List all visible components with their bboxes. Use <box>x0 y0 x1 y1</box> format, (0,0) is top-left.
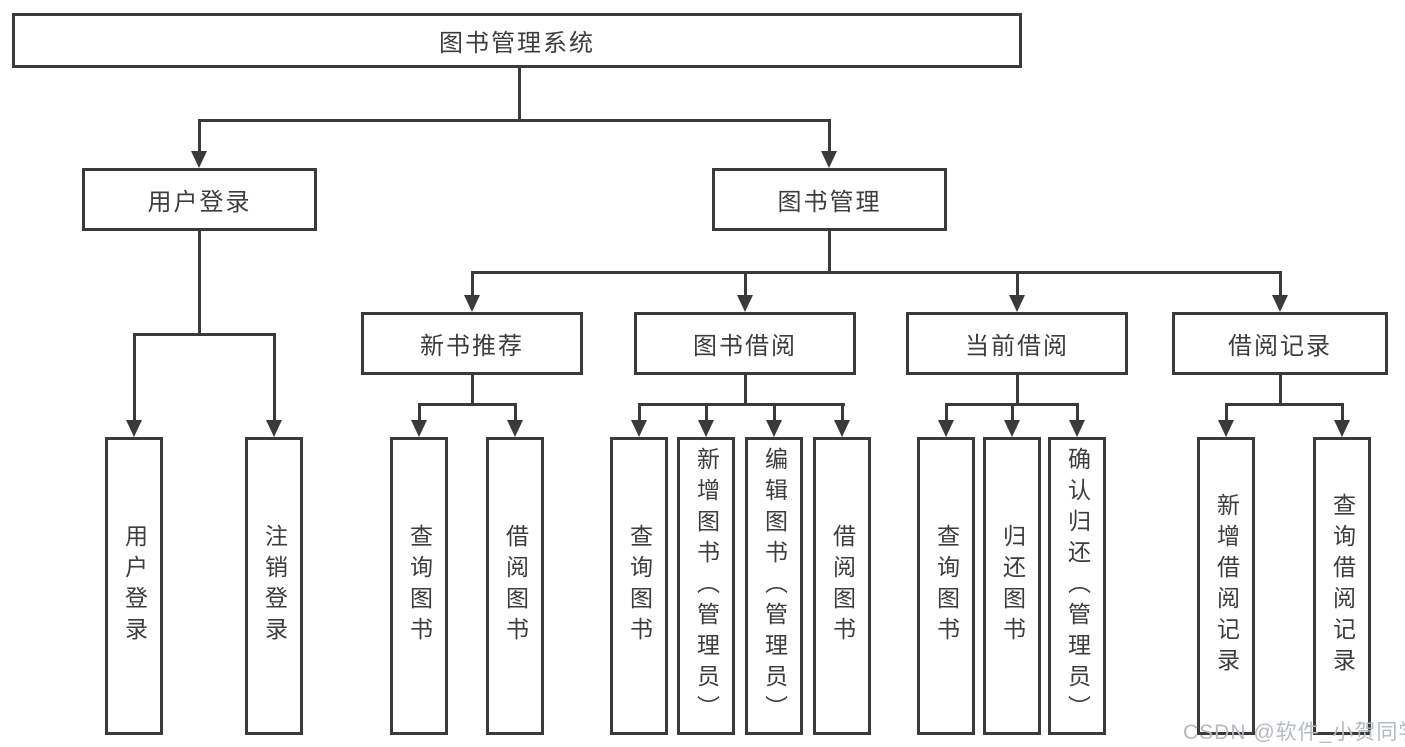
leaf-recommend-borrow-books-label: 借阅图书 <box>502 524 529 648</box>
leaf-borrow-query-books-label: 查询图书 <box>626 524 653 648</box>
arrow-down-icon <box>1272 295 1288 312</box>
arrow-down-icon <box>464 295 480 312</box>
leaf-confirm-return-admin: 确认归还（管理员） <box>1048 437 1106 735</box>
arrow-down-icon <box>1009 295 1025 312</box>
node-current-borrow-label: 当前借阅 <box>965 333 1069 360</box>
connector-line <box>744 374 747 406</box>
connector-line <box>1341 403 1344 421</box>
node-book-management-label: 图书管理 <box>777 189 882 216</box>
leaf-user-login-label: 用户登录 <box>121 524 148 648</box>
connector-line <box>133 333 276 336</box>
connector-line <box>1016 271 1019 296</box>
arrow-down-icon <box>766 420 782 437</box>
connector-line <box>1225 403 1344 406</box>
leaf-borrow-query-books: 查询图书 <box>610 437 668 735</box>
leaf-confirm-return-admin-label: 确认归还（管理员） <box>1064 446 1091 726</box>
connector-line <box>945 403 948 421</box>
leaf-borrow-books-label: 借阅图书 <box>829 524 856 648</box>
connector-line <box>518 67 521 120</box>
arrow-down-icon <box>1334 420 1350 437</box>
connector-line <box>1016 374 1019 406</box>
leaf-edit-book-admin: 编辑图书（管理员） <box>745 437 803 735</box>
node-user-login: 用户登录 <box>82 168 317 231</box>
node-borrow-records-label: 借阅记录 <box>1228 333 1332 360</box>
connector-line <box>273 333 276 421</box>
leaf-borrow-books: 借阅图书 <box>813 437 871 735</box>
connector-line <box>418 403 517 406</box>
leaf-current-query-books-label: 查询图书 <box>933 524 960 648</box>
leaf-recommend-query-books-label: 查询图书 <box>406 524 433 648</box>
connector-line <box>1279 374 1282 406</box>
arrow-down-icon <box>1069 420 1085 437</box>
node-book-management: 图书管理 <box>712 168 947 231</box>
connector-line <box>638 403 641 421</box>
leaf-add-book-admin-label: 新增图书（管理员） <box>693 446 720 726</box>
leaf-recommend-borrow-books: 借阅图书 <box>486 437 544 735</box>
connector-line <box>471 271 474 296</box>
node-library-system: 图书管理系统 <box>12 13 1022 68</box>
connector-line <box>1076 403 1079 421</box>
arrow-down-icon <box>411 420 427 437</box>
connector-line <box>705 403 708 421</box>
leaf-add-book-admin: 新增图书（管理员） <box>677 437 735 735</box>
connector-line <box>133 333 136 421</box>
arrow-down-icon <box>834 420 850 437</box>
arrow-down-icon <box>698 420 714 437</box>
arrow-down-icon <box>266 420 282 437</box>
node-new-book-recommend: 新书推荐 <box>361 312 583 375</box>
arrow-down-icon <box>631 420 647 437</box>
connector-line <box>198 229 201 336</box>
arrow-down-icon <box>1004 420 1020 437</box>
leaf-return-book-label: 归还图书 <box>999 524 1026 648</box>
node-current-borrow: 当前借阅 <box>906 312 1128 375</box>
node-user-login-label: 用户登录 <box>147 189 252 216</box>
connector-line <box>1279 271 1282 296</box>
connector-line <box>198 119 201 152</box>
connector-line <box>471 374 474 406</box>
node-book-borrow: 图书借阅 <box>634 312 856 375</box>
node-library-system-label: 图书管理系统 <box>439 30 595 57</box>
connector-line <box>418 403 421 421</box>
leaf-return-book: 归还图书 <box>983 437 1041 735</box>
leaf-logout-label: 注销登录 <box>261 524 288 648</box>
leaf-add-borrow-record-label: 新增借阅记录 <box>1213 493 1240 679</box>
leaf-query-borrow-record-label: 查询借阅记录 <box>1329 493 1356 679</box>
leaf-recommend-query-books: 查询图书 <box>390 437 448 735</box>
leaf-current-query-books: 查询图书 <box>917 437 975 735</box>
watermark: CSDN @软件_小贺同学 <box>1183 721 1405 744</box>
connector-line <box>841 403 844 421</box>
arrow-down-icon <box>126 420 142 437</box>
connector-line <box>638 403 845 406</box>
connector-line <box>1011 403 1014 421</box>
connector-line <box>471 271 1282 274</box>
leaf-user-login: 用户登录 <box>105 437 163 735</box>
arrow-down-icon <box>938 420 954 437</box>
connector-line <box>198 119 831 122</box>
connector-line <box>1225 403 1228 421</box>
connector-line <box>828 229 831 274</box>
connector-line <box>514 403 517 421</box>
connector-line <box>828 119 831 152</box>
node-borrow-records: 借阅记录 <box>1172 312 1388 375</box>
leaf-edit-book-admin-label: 编辑图书（管理员） <box>761 446 788 726</box>
arrow-down-icon <box>1218 420 1234 437</box>
leaf-logout: 注销登录 <box>245 437 303 735</box>
leaf-query-borrow-record: 查询借阅记录 <box>1313 437 1371 735</box>
node-book-borrow-label: 图书借阅 <box>693 333 797 360</box>
arrow-down-icon <box>821 151 837 168</box>
arrow-down-icon <box>737 295 753 312</box>
leaf-add-borrow-record: 新增借阅记录 <box>1197 437 1255 735</box>
connector-line <box>773 403 776 421</box>
connector-line <box>744 271 747 296</box>
arrow-down-icon <box>507 420 523 437</box>
arrow-down-icon <box>191 151 207 168</box>
node-new-book-recommend-label: 新书推荐 <box>420 333 524 360</box>
